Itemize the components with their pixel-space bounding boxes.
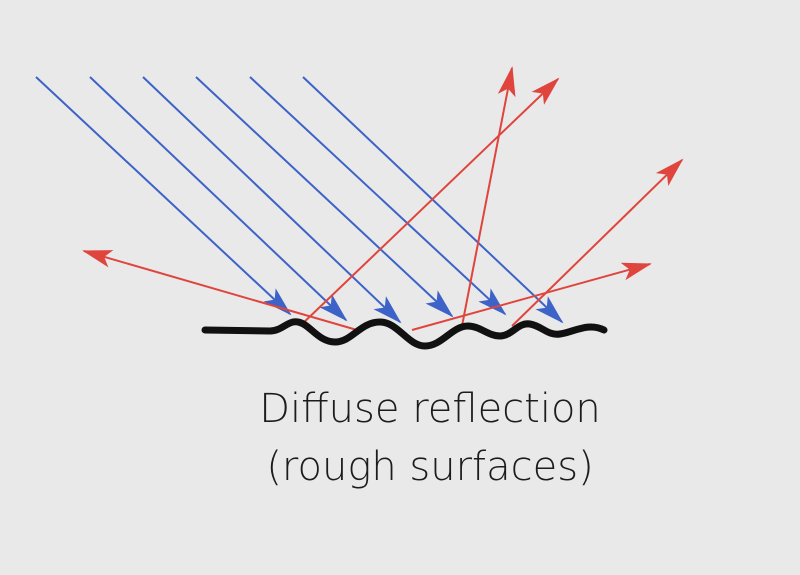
incident-ray-2 [89,76,348,322]
reflected-ray-5 [511,158,684,327]
reflected-ray-3 [461,66,516,327]
reflected-rays [82,66,684,331]
rough-surface [201,318,608,350]
incident-rays [35,76,564,324]
incident-ray-5 [249,76,507,316]
reflected-ray-2 [299,77,560,327]
incident-ray-1 [35,76,292,316]
reflected-ray-4 [411,262,652,331]
caption: Diffuse reflection (rough surfaces) [0,380,800,496]
incident-ray-3 [142,76,402,324]
incident-ray-4 [195,76,454,318]
caption-subtitle: (rough surfaces) [266,444,594,490]
caption-title: Diffuse reflection [259,386,601,432]
reflected-ray-1 [82,250,358,331]
